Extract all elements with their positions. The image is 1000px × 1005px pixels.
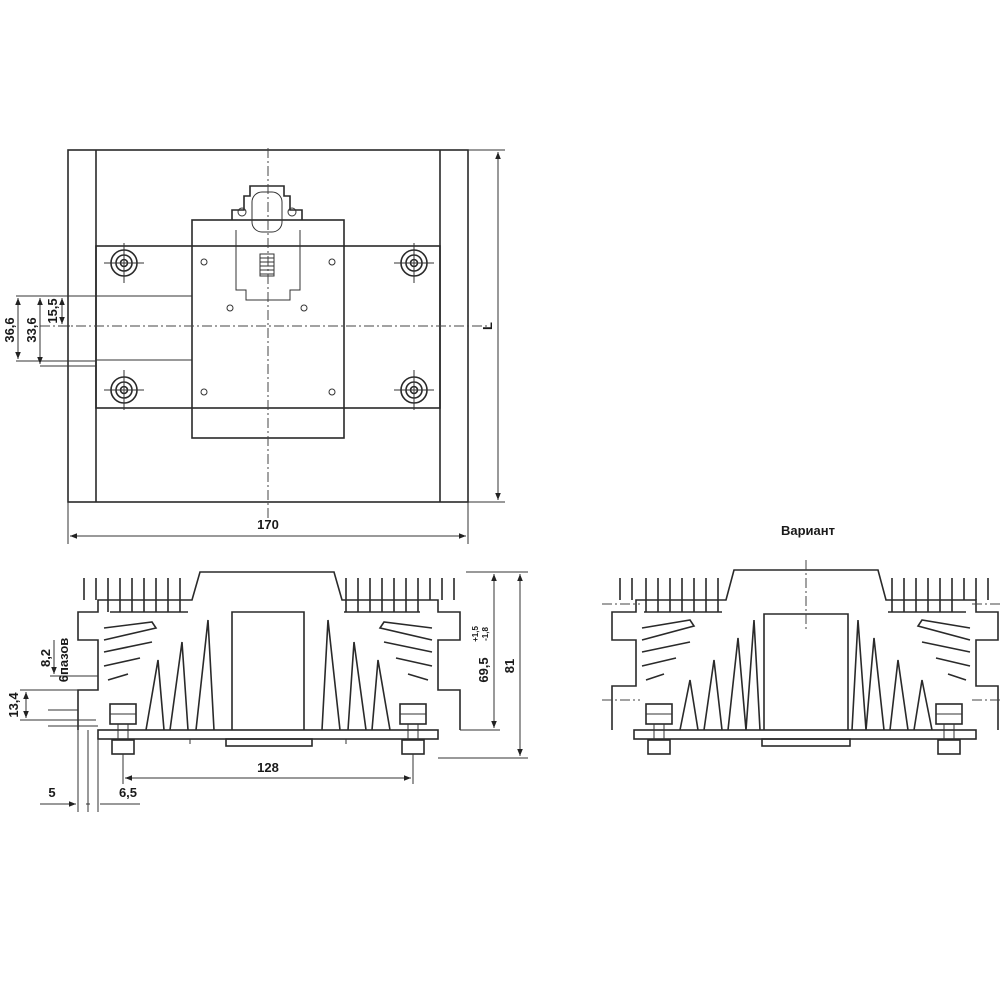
heatsink-profile (77, 571, 461, 730)
dim-15-5-label: 15,5 (45, 298, 60, 323)
spring-icon (259, 253, 275, 277)
tolerance-plus: +1,5 (471, 626, 480, 642)
dim-128-label: 128 (257, 760, 279, 775)
variant-base-plate (633, 729, 977, 740)
dim-33-6-label: 33,6 (24, 317, 39, 342)
dim-5-label: 5 (48, 785, 55, 800)
bolt-icon (399, 703, 427, 755)
clip-screw-icon (328, 388, 336, 396)
tolerance-minus: -1,8 (481, 627, 490, 641)
variant-title: Вариант (781, 523, 835, 538)
clip-screw-icon (328, 258, 336, 266)
dim-13-4-label: 13,4 (6, 692, 21, 718)
base-rail (225, 738, 313, 747)
top-view: 170 L 36,6 33,6 15,5 (2, 148, 505, 544)
clip-screw-icon (200, 388, 208, 396)
latch-slot (251, 191, 283, 233)
dim-6-5-label: 6,5 (119, 785, 137, 800)
dim-69-5-label: 69,5 (476, 657, 491, 682)
dim-81-label: 81 (502, 659, 517, 673)
din-latch (231, 185, 303, 220)
dim-170-label: 170 (257, 517, 279, 532)
variant-view: Вариант (602, 523, 1000, 755)
clip-screw-icon (200, 258, 208, 266)
base-plate (97, 729, 439, 740)
dim-36-6-label: 36,6 (2, 317, 17, 342)
dim-slots-label: 6пазов (56, 638, 71, 683)
dim-length-label: L (480, 322, 495, 330)
bolt-icon (645, 703, 673, 755)
front-view: 128 81 69,5 +1,5 -1,8 8,2 6пазов 13,4 5 … (6, 571, 528, 812)
dim-8-2-label: 8,2 (38, 649, 53, 667)
bolt-icon (935, 703, 963, 755)
bolt-icon (109, 703, 137, 755)
